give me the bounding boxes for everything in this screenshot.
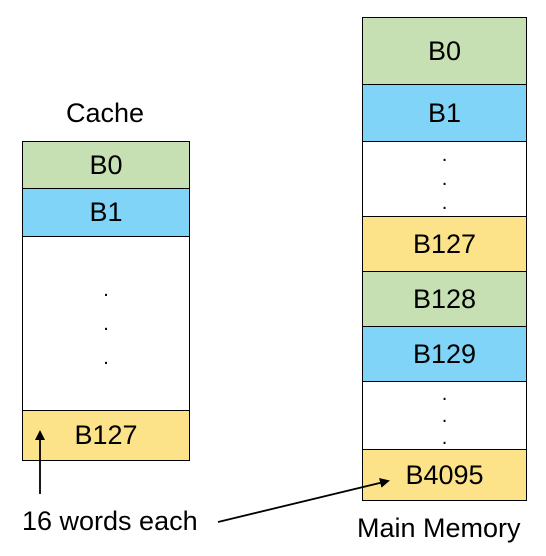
ellipsis-dot: . bbox=[103, 312, 109, 335]
memory-block-b1: B1 bbox=[363, 85, 526, 142]
memory-block-b128: B128 bbox=[363, 272, 526, 327]
ellipsis-dot: . bbox=[441, 192, 448, 214]
arrow-to-memory-block bbox=[217, 478, 390, 523]
ellipsis-dot: . bbox=[103, 278, 109, 301]
cache-block-b0: B0 bbox=[23, 142, 189, 189]
memory-ellipsis-lower: . . . bbox=[363, 382, 526, 450]
memory-column: B0 B1 . . . B127 B128 B129 . . . B4095 bbox=[362, 17, 527, 501]
ellipsis-dot: . bbox=[441, 426, 448, 449]
memory-block-b4095: B4095 bbox=[363, 450, 526, 500]
ellipsis-dot: . bbox=[441, 168, 448, 190]
cache-block-b1: B1 bbox=[23, 189, 189, 237]
memory-block-b127: B127 bbox=[363, 217, 526, 272]
cache-block-b127: B127 bbox=[23, 411, 189, 460]
cache-column: B0 B1 . . . B127 bbox=[22, 141, 190, 461]
memory-block-b129: B129 bbox=[363, 327, 526, 382]
ellipsis-dot: . bbox=[103, 346, 109, 369]
ellipsis-dot: . bbox=[441, 404, 448, 427]
ellipsis-dot: . bbox=[441, 144, 448, 166]
memory-block-b0: B0 bbox=[363, 18, 526, 85]
cache-title: Cache bbox=[66, 98, 145, 128]
memory-ellipsis-upper: . . . bbox=[363, 142, 526, 217]
cache-ellipsis: . . . bbox=[23, 237, 189, 411]
memory-title: Main Memory bbox=[357, 513, 521, 543]
annotation-label: 16 words each bbox=[22, 506, 198, 536]
ellipsis-dot: . bbox=[441, 382, 448, 405]
